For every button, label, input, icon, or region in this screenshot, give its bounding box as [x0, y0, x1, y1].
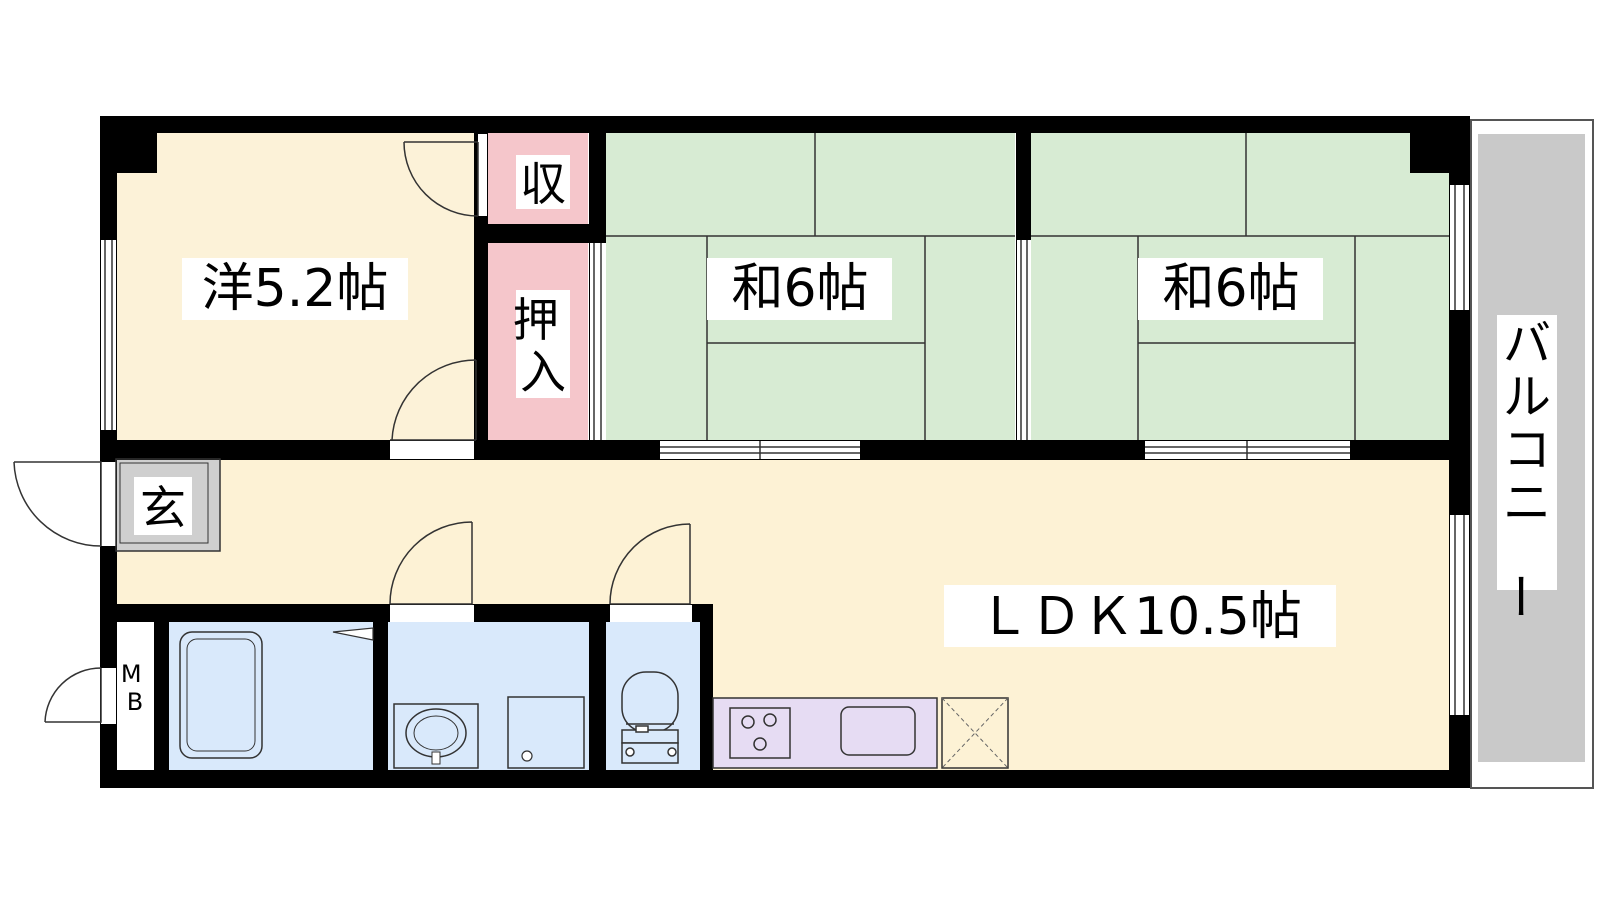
meter-box-floor: [116, 622, 154, 770]
ldk-label: ＬＤＫ10.5帖: [978, 587, 1302, 647]
washer-drain: [521, 750, 533, 762]
balcony-label-char-2: ル: [1503, 369, 1551, 425]
meter-box-label-char-2: B: [127, 688, 143, 716]
storage-label: 収: [520, 157, 566, 211]
washbasin-bowl-inner: [413, 715, 459, 751]
ldk-label-bg: [944, 585, 1336, 647]
faucet: [431, 751, 441, 765]
entrance-frame: [115, 458, 221, 552]
doors: [13, 134, 692, 724]
closet-label-bg: [516, 290, 570, 398]
tatami-right-label-bg: [1138, 258, 1323, 320]
entrance-inner: [119, 462, 209, 544]
balcony-label-char-4: ニ: [1503, 475, 1551, 531]
balcony-label-char-5: ー: [1491, 572, 1547, 620]
closet-label-char-2: 入: [520, 345, 566, 399]
toilet: [621, 671, 679, 764]
western-room-label: 洋5.2帖: [202, 259, 389, 319]
bathtub-inner: [186, 638, 256, 752]
meter-box-label-char-1: M: [121, 660, 142, 688]
bathtub: [179, 631, 263, 759]
tatami-left-label: 和6帖: [731, 259, 868, 319]
entrance-label: 玄: [140, 481, 186, 535]
stove: [729, 707, 791, 759]
burner-1: [741, 715, 755, 729]
kitchen-counter: [712, 697, 938, 769]
balcony-label-char-3: コ: [1503, 422, 1551, 478]
closet-label-char-1: 押: [513, 293, 559, 347]
washer-space: [507, 696, 585, 769]
tatami-left-mats: [605, 132, 1015, 440]
burner-3: [753, 737, 767, 751]
washbasin-counter: [393, 703, 479, 769]
burner-2: [763, 713, 777, 727]
fridge-cross-2: [941, 697, 1009, 769]
balcony-label-bg: [1497, 315, 1557, 590]
entrance-label-bg: [134, 477, 192, 535]
tatami-left-label-bg: [707, 258, 892, 320]
balcony-label-char-1: バ: [1503, 316, 1551, 372]
western-label-bg: [182, 258, 408, 320]
tatami-right-label: 和6帖: [1162, 259, 1299, 319]
fridge-cross-1: [941, 697, 1009, 769]
windows: [101, 185, 1469, 715]
closet-label: 押 入: [513, 293, 574, 399]
sink: [840, 706, 916, 756]
meter-box-label: M B: [121, 660, 149, 716]
storage-label-bg: [516, 155, 570, 209]
shower-fixture: [332, 627, 374, 641]
balcony-label: バルコニー: [1491, 316, 1551, 620]
